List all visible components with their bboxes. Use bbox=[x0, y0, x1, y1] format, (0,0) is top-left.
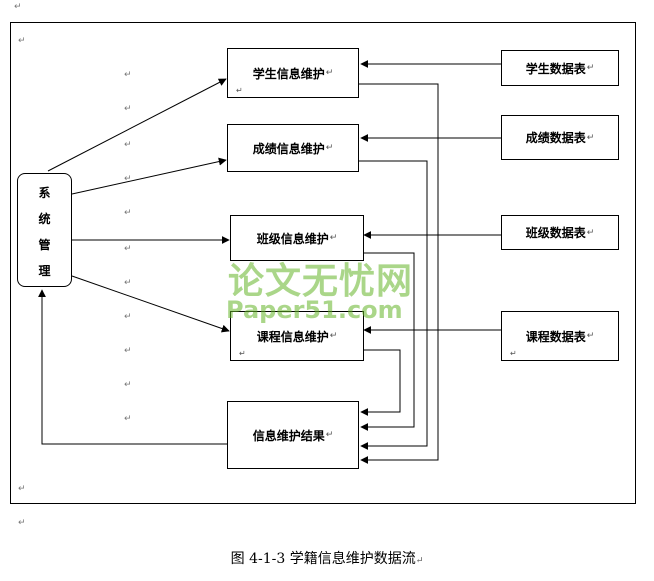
paragraph-mark: ↵ bbox=[236, 86, 243, 95]
paragraph-mark: ↵ bbox=[586, 227, 595, 238]
system-char-4: 理 bbox=[38, 264, 51, 278]
paragraph-mark: ↵ bbox=[124, 140, 132, 150]
score-data-table-label: 成绩数据表 bbox=[525, 131, 586, 145]
paragraph-mark: ↵ bbox=[124, 414, 132, 424]
arrow-student-to-result bbox=[359, 83, 439, 464]
arrow-score-to-result bbox=[359, 160, 428, 450]
class-info-maintenance-node: 班级信息维护↵ bbox=[230, 215, 364, 261]
paragraph-mark: ↵ bbox=[124, 312, 132, 322]
paragraph-mark: ↵ bbox=[124, 346, 132, 356]
arrow-sys-to-course bbox=[71, 275, 230, 333]
arrow-result-to-sys bbox=[38, 289, 227, 445]
paragraph-mark: ↵ bbox=[124, 278, 132, 288]
arrow-sys-to-student bbox=[47, 78, 227, 172]
arrow-sys-to-score bbox=[71, 157, 227, 195]
class-data-table-label: 班级数据表 bbox=[525, 226, 586, 240]
paragraph-mark: ↵ bbox=[124, 380, 132, 390]
course-data-table-node: 课程数据表↵ ↵ bbox=[501, 311, 619, 361]
student-info-maintenance-node: 学生信息维护↵ ↵ bbox=[227, 48, 359, 98]
score-info-maintenance-node: 成绩信息维护↵ bbox=[227, 124, 359, 172]
system-char-3: 管 bbox=[38, 238, 51, 252]
class-info-maintenance-label: 班级信息维护 bbox=[256, 231, 329, 246]
score-info-maintenance-label: 成绩信息维护 bbox=[252, 141, 325, 156]
paragraph-mark: ↵ bbox=[415, 556, 424, 566]
course-info-maintenance-node: 课程信息维护↵ ↵ bbox=[230, 311, 364, 361]
paragraph-mark: ↵ bbox=[18, 484, 26, 494]
paragraph-mark: ↵ bbox=[510, 349, 517, 358]
system-management-node: 系 统 管 理 bbox=[17, 173, 72, 287]
figure-caption-text: 图 4-1-3 学籍信息维护数据流 bbox=[230, 551, 416, 567]
paragraph-mark: ↵ bbox=[586, 63, 595, 73]
system-char-2: 统 bbox=[38, 212, 51, 226]
paragraph-mark: ↵ bbox=[329, 233, 338, 243]
diagram-frame bbox=[10, 22, 636, 504]
paragraph-mark: ↵ bbox=[329, 331, 338, 341]
paragraph-mark: ↵ bbox=[124, 208, 132, 218]
paragraph-mark: ↵ bbox=[325, 68, 334, 78]
course-info-maintenance-label: 课程信息维护 bbox=[256, 329, 329, 344]
figure-caption: 图 4-1-3 学籍信息维护数据流↵ bbox=[0, 548, 654, 568]
paragraph-mark: ↵ bbox=[124, 70, 132, 80]
arrow-class-to-result bbox=[360, 252, 415, 431]
paragraph-mark: ↵ bbox=[18, 36, 26, 46]
paragraph-mark: ↵ bbox=[586, 132, 595, 143]
paragraph-mark: ↵ bbox=[14, 2, 22, 12]
score-data-table-node: 成绩数据表↵ bbox=[501, 115, 619, 160]
student-info-maintenance-label: 学生信息维护 bbox=[252, 66, 325, 81]
paragraph-mark: ↵ bbox=[325, 143, 334, 153]
class-data-table-node: 班级数据表↵ bbox=[501, 215, 619, 250]
student-data-table-label: 学生数据表 bbox=[525, 61, 586, 76]
student-data-table-node: 学生数据表↵ bbox=[501, 50, 619, 86]
paragraph-mark: ↵ bbox=[124, 104, 132, 114]
paragraph-mark: ↵ bbox=[124, 174, 132, 184]
paragraph-mark: ↵ bbox=[325, 430, 334, 440]
paragraph-mark: ↵ bbox=[124, 244, 132, 254]
arrow-course-to-result bbox=[360, 349, 401, 416]
course-data-table-label: 课程数据表 bbox=[525, 329, 586, 344]
paragraph-mark: ↵ bbox=[239, 349, 246, 358]
paragraph-mark: ↵ bbox=[586, 331, 595, 341]
paragraph-mark: ↵ bbox=[18, 518, 26, 528]
system-char-1: 系 bbox=[38, 186, 51, 200]
maintenance-result-label: 信息维护结果 bbox=[252, 428, 325, 443]
maintenance-result-node: 信息维护结果↵ bbox=[227, 401, 359, 469]
